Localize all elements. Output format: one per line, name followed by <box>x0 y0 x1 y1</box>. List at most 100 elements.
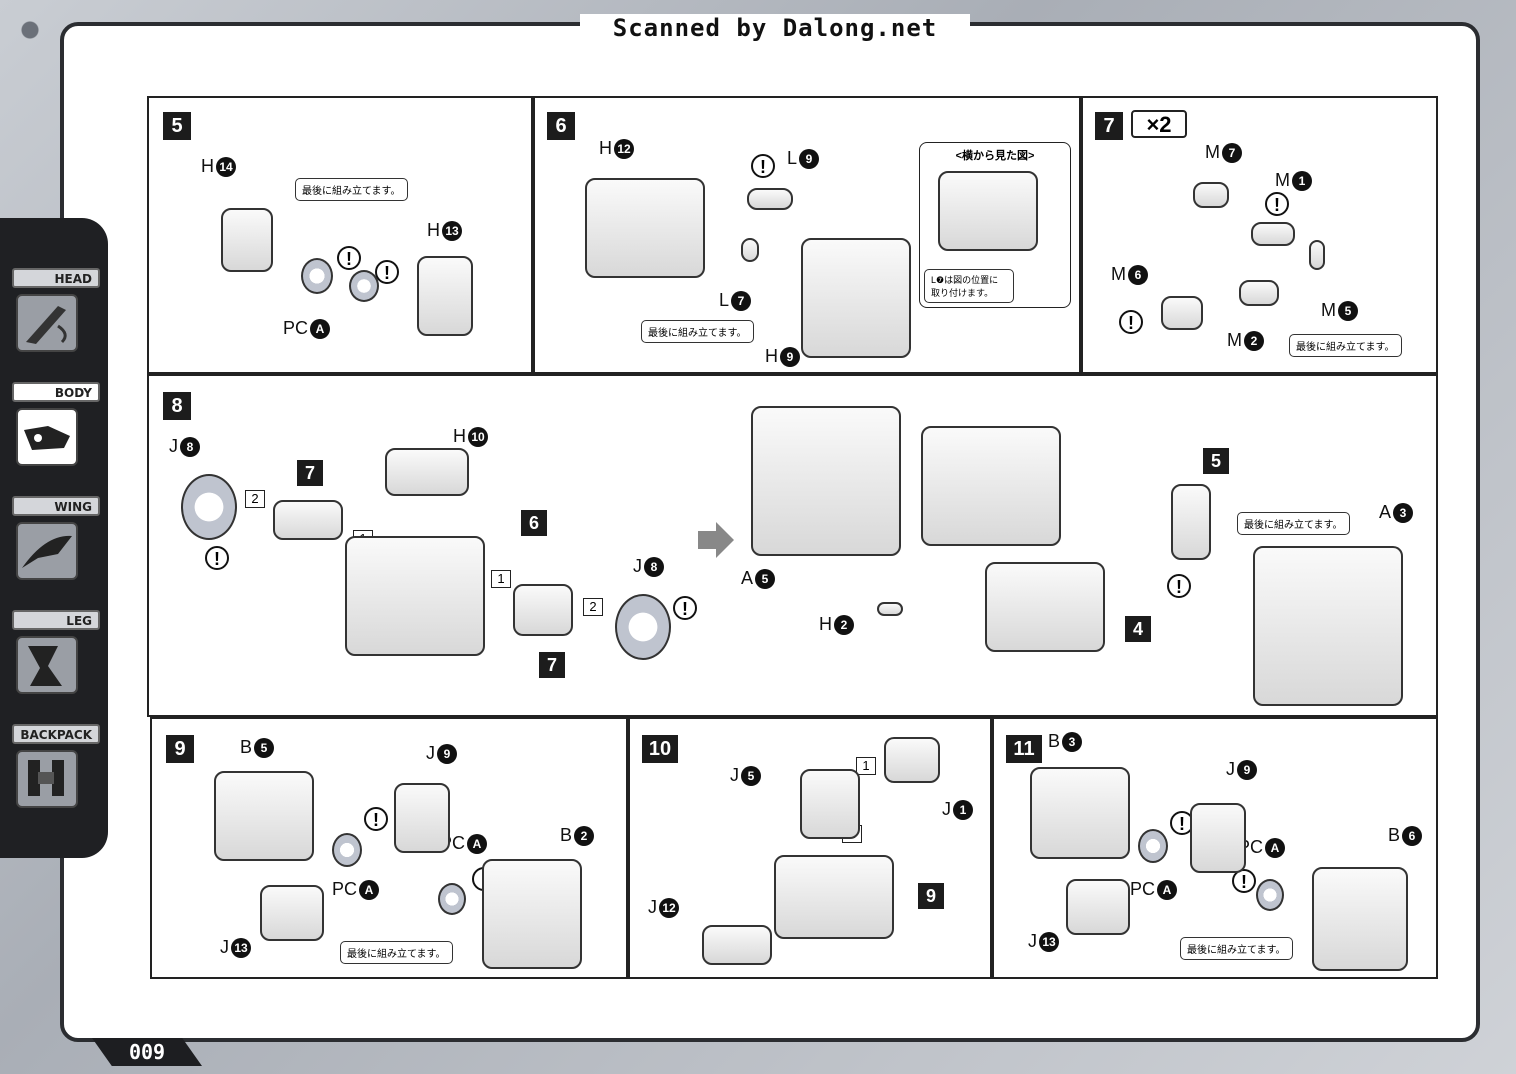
step-number: 6 <box>547 112 575 140</box>
sequence-marker: 1 <box>491 570 511 588</box>
assembly-note: 最後に組み立てます。 <box>1180 937 1293 960</box>
sidebar-item-label: LEG <box>12 610 100 630</box>
side-view-inset: <横から見た図> L❼は図の位置に取り付けます。 <box>919 142 1071 308</box>
step-ref-7: 7 <box>297 460 323 486</box>
step-number: 7 <box>1095 112 1123 140</box>
sidebar-item-label: BODY <box>12 382 100 402</box>
caution-icon: ! <box>375 260 399 284</box>
part-drawing <box>1190 803 1246 873</box>
leg-icon <box>16 636 78 694</box>
step-number: 8 <box>163 392 191 420</box>
caution-icon: ! <box>751 154 775 178</box>
step-8-panel: 8 J8 H10 J8 7 6 7 2 1 1 2 ! ! A5 H2 A3 5… <box>147 374 1438 717</box>
caution-icon: ! <box>1167 574 1191 598</box>
part-drawing <box>1251 222 1295 246</box>
part-drawing <box>482 859 582 969</box>
part-drawing <box>741 238 759 262</box>
sidebar-item-label: WING <box>12 496 100 516</box>
wheel-part-drawing <box>615 594 671 660</box>
inset-title: <横から見た図> <box>955 150 1035 162</box>
sidebar-item-wing[interactable]: WING <box>12 496 100 580</box>
sidebar-item-body[interactable]: BODY <box>12 382 100 466</box>
poly-cap-drawing <box>1256 879 1284 911</box>
step-number: 10 <box>642 735 678 763</box>
sidebar-item-backpack[interactable]: BACKPACK <box>12 724 100 808</box>
caution-icon: ! <box>205 546 229 570</box>
poly-cap-drawing <box>438 883 466 915</box>
assembly-note: 最後に組み立てます。 <box>641 320 754 343</box>
step-ref-9: 9 <box>918 883 944 909</box>
step-9-panel: 9 B5 J9 PCA PCA B2 J13 ! ! 最後に組み立てます。 <box>150 717 628 979</box>
step-number: 9 <box>166 735 194 763</box>
part-drawing <box>345 536 485 656</box>
page-number: 009 <box>92 1038 202 1066</box>
sequence-marker: 2 <box>583 598 603 616</box>
backpack-icon <box>16 750 78 808</box>
part-drawing <box>417 256 473 336</box>
part-drawing <box>513 584 573 636</box>
part-drawing <box>877 602 903 616</box>
part-drawing <box>884 737 940 783</box>
caution-icon: ! <box>1232 869 1256 893</box>
part-drawing <box>1030 767 1130 859</box>
part-drawing <box>1171 484 1211 560</box>
part-drawing <box>921 426 1061 546</box>
assembly-note: 最後に組み立てます。 <box>1289 334 1402 357</box>
wing-icon <box>16 522 78 580</box>
wheel-part-drawing <box>181 474 237 540</box>
part-drawing <box>1253 546 1403 706</box>
poly-cap-drawing <box>301 258 333 294</box>
part-drawing <box>1193 182 1229 208</box>
sidebar-item-head[interactable]: HEAD <box>12 268 100 352</box>
part-drawing <box>747 188 793 210</box>
step-10-panel: 10 J5 J1 J12 9 1 2 <box>628 717 992 979</box>
assembly-note: 最後に組み立てます。 <box>295 178 408 201</box>
caution-icon: ! <box>673 596 697 620</box>
part-drawing <box>1161 296 1203 330</box>
scan-credit: Scanned by Dalong.net <box>580 14 970 42</box>
step-ref-7: 7 <box>539 652 565 678</box>
step-ref-4: 4 <box>1125 616 1151 642</box>
part-drawing <box>394 783 450 853</box>
sidebar-item-label: BACKPACK <box>12 724 100 744</box>
poly-cap-drawing <box>349 270 379 302</box>
part-drawing <box>221 208 273 272</box>
part-drawing <box>1309 240 1325 270</box>
inset-note: L❼は図の位置に取り付けます。 <box>924 269 1014 303</box>
part-drawing <box>985 562 1105 652</box>
part-drawing <box>1312 867 1408 971</box>
part-drawing <box>273 500 343 540</box>
caution-icon: ! <box>1265 192 1289 216</box>
part-drawing <box>260 885 324 941</box>
sequence-marker: 1 <box>856 757 876 775</box>
step-ref-6: 6 <box>521 510 547 536</box>
sidebar-item-leg[interactable]: LEG <box>12 610 100 694</box>
part-drawing <box>938 171 1038 251</box>
body-icon <box>16 408 78 466</box>
